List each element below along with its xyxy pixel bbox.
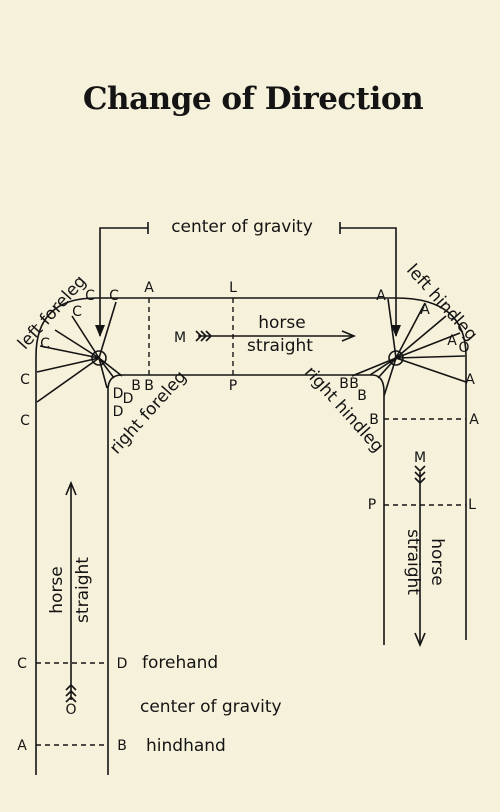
label-straight-right: straight xyxy=(403,529,423,595)
point-C-left-2: C xyxy=(85,288,95,304)
point-C-left-6: C xyxy=(20,413,30,429)
point-C-left-3: C xyxy=(72,304,82,320)
point-B-top-left: B xyxy=(144,378,154,394)
point-A-top-left: A xyxy=(144,280,154,296)
diagram-title: Change of Direction xyxy=(83,81,423,117)
point-L-right: L xyxy=(468,497,476,513)
point-O-left: O xyxy=(65,702,76,718)
point-D-left-2: D xyxy=(113,386,124,402)
label-center-of-gravity-bottom: center of gravity xyxy=(140,697,282,717)
arrowhead-right xyxy=(391,325,401,337)
right-fan-rays xyxy=(351,298,467,397)
cog-bracket-left xyxy=(99,227,148,336)
point-L-top: L xyxy=(229,280,237,296)
horse-arrow-left xyxy=(65,480,77,703)
label-center-of-gravity-top: center of gravity xyxy=(171,217,313,237)
label-straight-top: straight xyxy=(247,336,313,356)
point-M-top: M xyxy=(174,330,186,346)
point-C-left-5: C xyxy=(20,372,30,388)
label-horse-top: horse xyxy=(258,313,305,333)
point-A-right-3: A xyxy=(447,333,457,349)
point-B-left-2: B xyxy=(131,378,141,394)
cog-bracket-right xyxy=(340,227,397,336)
point-C-left-4: C xyxy=(40,336,50,352)
label-straight-left: straight xyxy=(73,557,93,623)
point-D-left-1: D xyxy=(123,391,134,407)
point-D-left-3: D xyxy=(113,404,124,420)
horse-arrow-top xyxy=(195,330,357,342)
point-B-right-4: B xyxy=(369,412,379,428)
left-fan-rays xyxy=(36,301,123,403)
point-P-top: P xyxy=(229,378,237,394)
point-A-right-1: A xyxy=(376,288,386,304)
point-C-left-1: C xyxy=(109,288,119,304)
point-A-bottom: A xyxy=(17,738,27,754)
point-C-bottom: C xyxy=(17,656,27,672)
point-B-bottom: B xyxy=(117,738,127,754)
point-M-right: M xyxy=(414,450,426,466)
point-O-right: O xyxy=(458,340,469,356)
inner-track xyxy=(107,374,385,775)
outer-track xyxy=(35,297,467,775)
label-hindhand: hindhand xyxy=(146,736,226,756)
point-A-right-2: A xyxy=(420,302,430,318)
label-horse-left: horse xyxy=(47,566,67,613)
point-D-bottom: D xyxy=(117,656,128,672)
horse-arrow-right xyxy=(414,465,426,648)
label-left-hindleg: left hindleg xyxy=(402,260,481,345)
point-B-right-1: B xyxy=(339,376,349,392)
point-B-right-2: B xyxy=(349,376,359,392)
arrowhead-left xyxy=(95,325,105,337)
point-A-right-5: A xyxy=(469,412,479,428)
label-horse-right: horse xyxy=(427,538,447,585)
point-P-right: P xyxy=(368,497,376,513)
point-A-right-4: A xyxy=(465,372,475,388)
label-forehand: forehand xyxy=(142,653,218,673)
point-B-right-3: B xyxy=(357,388,367,404)
